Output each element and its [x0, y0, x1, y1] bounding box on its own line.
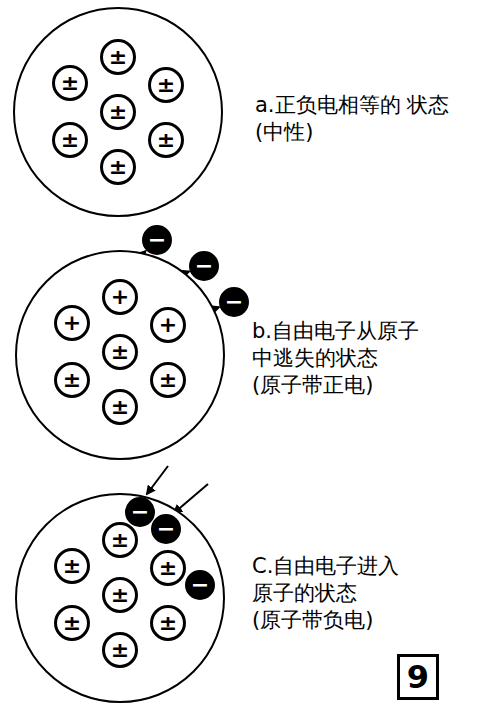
page-number-box: 9 — [397, 654, 439, 700]
charge-circle: ± — [102, 577, 138, 613]
charge-circle: ± — [102, 334, 138, 370]
charge-sign: ± — [54, 548, 90, 584]
electron-sign: − — [125, 497, 155, 527]
charge-sign: + — [54, 305, 90, 341]
charge-circle: ± — [54, 548, 90, 584]
charge-circle: ± — [102, 389, 138, 425]
charge-circle: ± — [100, 94, 136, 130]
electron: − — [219, 287, 249, 317]
charge-sign: ± — [100, 94, 136, 130]
charge-circle: ± — [150, 550, 186, 586]
charge-circle: ± — [54, 605, 90, 641]
leader-arrow — [147, 466, 168, 494]
charge-circle: ± — [148, 122, 184, 158]
electron: − — [189, 251, 219, 281]
charge-sign: ± — [100, 39, 136, 75]
electron-sign: − — [185, 570, 215, 600]
circle-outline — [16, 494, 224, 702]
electron-sign: − — [219, 287, 249, 317]
atom-circle: b.自由电子从原子 中逃失的状态 (原子带正电)+++±±±± — [15, 250, 225, 460]
charge-circle: ± — [148, 67, 184, 103]
charge-sign: ± — [54, 362, 90, 398]
charge-circle: ± — [102, 522, 138, 558]
leader-arrow — [174, 484, 208, 513]
electron: − — [125, 497, 155, 527]
circle-outline — [16, 251, 224, 459]
charge-sign: + — [102, 279, 138, 315]
charge-sign: ± — [102, 334, 138, 370]
charge-circle: ± — [100, 39, 136, 75]
charge-sign: ± — [150, 605, 186, 641]
charge-circle: ± — [52, 122, 88, 158]
charge-circle: ± — [150, 362, 186, 398]
electron: − — [185, 570, 215, 600]
charge-sign: ± — [102, 522, 138, 558]
state-label: b.自由电子从原子 中逃失的状态 (原子带正电) — [252, 318, 467, 399]
charge-sign: ± — [100, 149, 136, 185]
electron: − — [142, 225, 172, 255]
charge-circle: ± — [100, 149, 136, 185]
circle-outline — [14, 8, 222, 216]
charge-circle: ± — [52, 65, 88, 101]
electron-sign: − — [189, 251, 219, 281]
charge-sign: ± — [150, 550, 186, 586]
charge-circle: + — [54, 305, 90, 341]
charge-sign: ± — [148, 122, 184, 158]
charge-sign: ± — [52, 122, 88, 158]
state-label: a.正负电相等的 状态(中性) — [255, 92, 470, 146]
charge-sign: ± — [54, 605, 90, 641]
atom-circle: C.自由电子进入 原子的状态 (原子带负电)±±±±±±±−−− — [15, 493, 225, 703]
electron-sign: − — [151, 514, 181, 544]
charge-circle: ± — [102, 632, 138, 668]
charge-circle: ± — [150, 605, 186, 641]
charge-sign: ± — [148, 67, 184, 103]
charge-sign: + — [150, 307, 186, 343]
figure-number: 9 — [407, 658, 429, 696]
charge-sign: ± — [102, 577, 138, 613]
state-label: C.自由电子进入 原子的状态 (原子带负电) — [252, 553, 467, 634]
charge-circle: + — [150, 307, 186, 343]
electron: − — [151, 514, 181, 544]
charge-circle: + — [102, 279, 138, 315]
charge-sign: ± — [52, 65, 88, 101]
electron-sign: − — [142, 225, 172, 255]
charge-sign: ± — [102, 632, 138, 668]
charge-sign: ± — [150, 362, 186, 398]
charge-circle: ± — [54, 362, 90, 398]
atom-circle: a.正负电相等的 状态(中性)±±±±±±± — [13, 7, 223, 217]
charge-sign: ± — [102, 389, 138, 425]
